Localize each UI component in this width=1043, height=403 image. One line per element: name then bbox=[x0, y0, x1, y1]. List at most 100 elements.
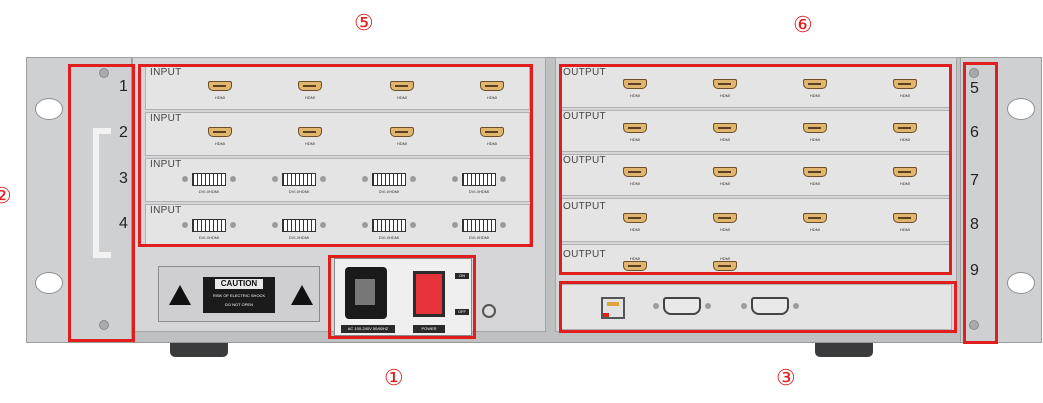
port-label: HDMI bbox=[719, 227, 731, 232]
screw bbox=[99, 68, 109, 78]
card-label: INPUT bbox=[150, 205, 182, 216]
dvi-port-icon bbox=[462, 173, 496, 186]
slot-number: 9 bbox=[970, 262, 979, 279]
hdmi-port-icon bbox=[803, 123, 827, 133]
card-label: OUTPUT bbox=[563, 111, 606, 122]
port-label: HDMI bbox=[629, 93, 641, 98]
input-card-1: INPUT HDMI HDMI HDMI HDMI bbox=[145, 66, 530, 110]
mount-hole bbox=[35, 98, 63, 120]
on-label: ON bbox=[455, 273, 469, 279]
screw bbox=[320, 222, 326, 228]
slot-number: 6 bbox=[970, 124, 979, 141]
port-label: DVI-I/HDMI bbox=[378, 235, 400, 240]
slot-number: 5 bbox=[970, 80, 979, 97]
port-label: HDMI bbox=[719, 93, 731, 98]
screw bbox=[410, 222, 416, 228]
port-label: DVI-I/HDMI bbox=[378, 189, 400, 194]
port-label: HDMI bbox=[304, 141, 316, 146]
slot-number: 8 bbox=[970, 216, 979, 233]
dvi-port-icon bbox=[192, 219, 226, 232]
input-card-3: INPUT DVI-I/HDMI DVI-I/HDMI DVI-I/HDMI D… bbox=[145, 158, 530, 202]
mount-hole bbox=[35, 272, 63, 294]
caution-title: CAUTION bbox=[215, 279, 263, 289]
card-label: OUTPUT bbox=[563, 249, 606, 260]
port-label: DVI-I/HDMI bbox=[288, 235, 310, 240]
port-label: HDMI bbox=[809, 181, 821, 186]
input-card-2: INPUT HDMI HDMI HDMI HDMI bbox=[145, 112, 530, 156]
screw bbox=[793, 303, 799, 309]
rack-foot-left bbox=[170, 342, 228, 357]
screw bbox=[410, 176, 416, 182]
hdmi-port-icon bbox=[893, 123, 917, 133]
port-label: HDMI bbox=[899, 181, 911, 186]
screw bbox=[500, 176, 506, 182]
slot-number: 1 bbox=[119, 78, 128, 95]
port-label: HDMI bbox=[486, 95, 498, 100]
port-label: HDMI bbox=[214, 95, 226, 100]
screw bbox=[452, 222, 458, 228]
slot-number: 7 bbox=[970, 172, 979, 189]
hdmi-port-icon bbox=[623, 167, 647, 177]
port-label: HDMI bbox=[719, 137, 731, 142]
hdmi-port-icon bbox=[208, 127, 232, 137]
port-label: HDMI bbox=[899, 227, 911, 232]
screw bbox=[99, 320, 109, 330]
hdmi-port-icon bbox=[298, 127, 322, 137]
port-label: HDMI bbox=[396, 95, 408, 100]
hdmi-port-icon bbox=[390, 81, 414, 91]
hdmi-port-icon bbox=[713, 213, 737, 223]
port-label: HDMI bbox=[629, 256, 641, 261]
hdmi-port-icon bbox=[893, 167, 917, 177]
output-card-7: OUTPUT HDMI HDMI HDMI HDMI bbox=[560, 154, 952, 196]
ac-power-inlet-icon[interactable] bbox=[345, 267, 387, 319]
high-voltage-warning-icon bbox=[169, 285, 191, 305]
highlight-box-1 bbox=[328, 255, 476, 339]
callout-5: ⑤ bbox=[354, 10, 374, 35]
screw bbox=[320, 176, 326, 182]
hdmi-port-icon bbox=[480, 127, 504, 137]
screw bbox=[272, 222, 278, 228]
serial-port-icon bbox=[751, 297, 789, 315]
rj45-port-icon bbox=[601, 297, 625, 319]
hdmi-port-icon bbox=[713, 261, 737, 271]
card-label: INPUT bbox=[150, 67, 182, 78]
hdmi-port-icon bbox=[713, 79, 737, 89]
port-label: HDMI bbox=[304, 95, 316, 100]
screw bbox=[230, 222, 236, 228]
callout-1: ① bbox=[384, 365, 404, 390]
screw bbox=[500, 222, 506, 228]
highlight-box-5 bbox=[138, 64, 533, 247]
hdmi-port-icon bbox=[803, 213, 827, 223]
highlight-box-4 bbox=[963, 62, 998, 344]
warning-icon bbox=[291, 285, 313, 305]
hdmi-port-icon bbox=[208, 81, 232, 91]
dvi-port-icon bbox=[372, 219, 406, 232]
hdmi-port-icon bbox=[623, 213, 647, 223]
port-label: HDMI bbox=[629, 181, 641, 186]
port-label: HDMI bbox=[809, 93, 821, 98]
screw bbox=[182, 222, 188, 228]
dvi-port-icon bbox=[192, 173, 226, 186]
power-switch[interactable] bbox=[413, 271, 445, 317]
screw bbox=[362, 222, 368, 228]
port-label: HDMI bbox=[899, 137, 911, 142]
port-label: HDMI bbox=[719, 181, 731, 186]
card-label: INPUT bbox=[150, 159, 182, 170]
rack-ear-left bbox=[26, 57, 132, 343]
hdmi-port-icon bbox=[713, 167, 737, 177]
port-label: HDMI bbox=[486, 141, 498, 146]
serial-port-icon bbox=[663, 297, 701, 315]
slot-number: 4 bbox=[119, 215, 128, 232]
power-label: POWER bbox=[413, 325, 445, 333]
screw bbox=[230, 176, 236, 182]
port-label: HDMI bbox=[809, 227, 821, 232]
hdmi-port-icon bbox=[298, 81, 322, 91]
card-label: OUTPUT bbox=[563, 67, 606, 78]
port-label: DVI-I/HDMI bbox=[198, 189, 220, 194]
screw bbox=[969, 68, 979, 78]
screw bbox=[653, 303, 659, 309]
screw bbox=[272, 176, 278, 182]
dvi-port-icon bbox=[462, 219, 496, 232]
callout-2: ② bbox=[0, 183, 12, 208]
output-card-8: OUTPUT HDMI HDMI HDMI HDMI bbox=[560, 198, 952, 242]
